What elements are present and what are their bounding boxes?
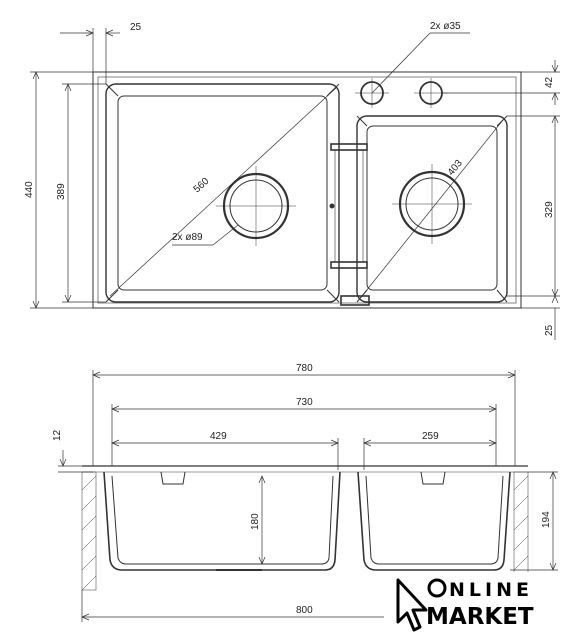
logo-line1: NLINE: [449, 579, 533, 601]
dim-429: 429: [210, 431, 227, 442]
overflow-channel: [330, 143, 368, 151]
sink-inner-edge: [97, 76, 517, 304]
dim-180: 180: [250, 513, 261, 530]
small-bowl-inner: [366, 125, 498, 291]
dim-440: 440: [24, 181, 35, 198]
online-market-logo: NLINE MARKET: [384, 572, 574, 638]
dim-403: 403: [446, 158, 465, 178]
top-view: [30, 28, 560, 340]
dim-194: 194: [541, 511, 552, 528]
dim-12: 12: [52, 429, 63, 441]
logo-line2: MARKET: [426, 604, 534, 630]
overflow-slot: [340, 295, 370, 306]
logo-o-ring: [427, 578, 447, 598]
large-bowl-section: [103, 471, 341, 571]
dim-drain: 2x ø89: [172, 232, 203, 243]
large-bowl-inner: [117, 95, 328, 291]
dim-259: 259: [422, 431, 439, 442]
large-drain: [216, 166, 296, 246]
dim-42: 42: [544, 76, 555, 88]
sink-outline: [92, 71, 522, 309]
small-bowl-section: [357, 471, 511, 571]
dim-800: 800: [296, 605, 313, 616]
dim-25-right: 25: [544, 324, 555, 336]
dim-780: 780: [296, 363, 313, 374]
dim-25-top: 25: [130, 22, 142, 33]
dim-tap-hole: 2x ø35: [430, 21, 461, 32]
dim-730: 730: [296, 397, 313, 408]
small-drain: [392, 164, 472, 244]
dim-329: 329: [544, 201, 555, 218]
dim-560: 560: [192, 176, 212, 196]
cursor-icon: [396, 578, 428, 632]
small-bowl-outer: [356, 115, 508, 303]
large-bowl-outer: [105, 83, 340, 303]
dim-389: 389: [56, 183, 67, 200]
